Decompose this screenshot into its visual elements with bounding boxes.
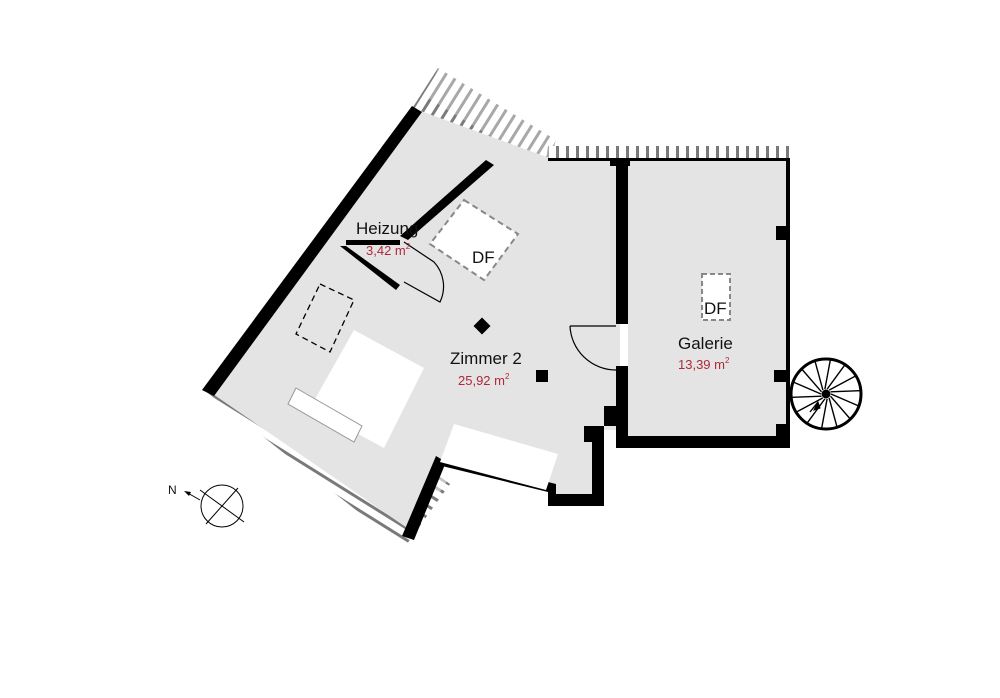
wall-galerie-bottom [616, 436, 790, 448]
pillar-center [473, 317, 491, 335]
stair-step [828, 375, 856, 391]
wall-notch-right [592, 426, 604, 506]
wall-notch-bottom [548, 494, 602, 506]
skylight-label-1: DF [472, 248, 495, 267]
wall-partition [616, 160, 628, 324]
stair-step [801, 369, 823, 393]
stair-step [828, 397, 838, 427]
wall-notch-top [584, 426, 604, 442]
compass-circle [200, 484, 244, 528]
wall-bottom-left [402, 456, 446, 540]
wall-left-outer [202, 106, 422, 396]
stair-step [829, 395, 851, 419]
stair-step [830, 393, 859, 407]
skylight-1 [428, 198, 520, 282]
column-1 [776, 226, 788, 240]
skylight-label-2: DF [704, 299, 727, 318]
compass-north-label: N [168, 483, 177, 497]
column-2 [774, 370, 786, 382]
door-galerie [569, 325, 617, 371]
room-name-heizung: Heizung [356, 219, 418, 238]
stair-step [821, 398, 828, 428]
stair-step [796, 397, 824, 413]
furniture [287, 330, 558, 490]
wall-galerie-right-1 [786, 160, 790, 436]
column-3 [776, 424, 788, 438]
wall-heizung-stub [340, 246, 400, 290]
stair-step [792, 395, 822, 399]
skylight-2 [701, 273, 731, 321]
room-name-zimmer-2: Zimmer 2 [450, 349, 522, 368]
room-labels: Heizung 3,42 m2 Zimmer 2 25,92 m2 Galeri… [356, 219, 733, 388]
pillows [287, 387, 363, 443]
room-area-heizung: 3,42 m2 [366, 242, 411, 258]
spiral-staircase [789, 357, 863, 431]
stair-step [814, 361, 824, 391]
stair-step [806, 398, 826, 423]
room-area-galerie: 13,39 m2 [678, 356, 730, 372]
compass: N [168, 483, 245, 528]
floor-zimmer-2 [210, 110, 620, 530]
wall-heizung-diagonal [400, 160, 494, 240]
wall-partition-lower [616, 366, 628, 442]
wall-top-small [610, 158, 630, 166]
door-heizung [403, 241, 445, 303]
stair-step [824, 360, 831, 390]
wall-top-galerie [548, 158, 790, 161]
stair-step [793, 381, 822, 395]
stair-step [826, 365, 846, 390]
skylights: DF DF [295, 198, 731, 353]
pillar-zimmer [536, 370, 548, 382]
wall-stub-1 [604, 406, 618, 426]
room-area-zimmer-2: 25,92 m2 [458, 372, 510, 388]
room-name-galerie: Galerie [678, 334, 733, 353]
stair-step [830, 389, 860, 393]
sideboard [440, 424, 558, 490]
skylight-zimmer-dashed [295, 283, 355, 353]
doors [403, 241, 617, 371]
wall-heizung-bottom [346, 240, 400, 245]
